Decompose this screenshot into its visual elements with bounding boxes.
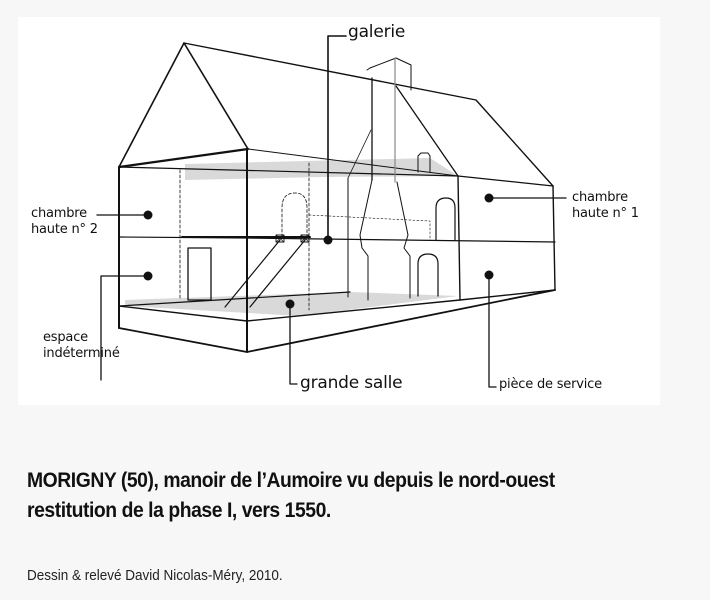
marker-piece-de-service xyxy=(484,270,494,280)
label-espace-line1: espace xyxy=(43,330,88,345)
marker-grande-salle xyxy=(285,299,295,309)
label-piece-de-service: pièce de service xyxy=(499,377,602,392)
caption-line1: MORIGNY (50), manoir de l’Aumoire vu dep… xyxy=(27,468,555,492)
label-chambre-haute-2: chambre haute n° 2 xyxy=(31,206,98,239)
label-chambre-haute-2-line1: chambre xyxy=(31,206,87,221)
label-chambre-haute-1-line1: chambre xyxy=(572,190,628,205)
marker-galerie xyxy=(323,235,333,245)
label-chambre-haute-2-line2: haute n° 2 xyxy=(31,222,98,238)
west-gable xyxy=(118,42,249,168)
chimney-stack xyxy=(369,57,412,91)
roof-ridge xyxy=(183,42,554,187)
label-espace-indetermine: espace indéterminé xyxy=(43,330,120,363)
label-chambre-haute-1-line2: haute n° 1 xyxy=(572,206,639,222)
label-galerie: galerie xyxy=(348,22,406,42)
room-markers xyxy=(143,193,494,309)
marker-espace-indetermine xyxy=(143,271,153,281)
label-grande-salle: grande salle xyxy=(300,373,403,393)
marker-chambre-haute-2 xyxy=(143,210,153,220)
house-cutaway-drawing xyxy=(96,35,567,388)
label-chambre-haute-1: chambre haute n° 1 xyxy=(572,190,639,223)
galerie-leader xyxy=(327,35,347,241)
marker-chambre-haute-1 xyxy=(484,193,494,203)
caption-line2: restitution de la phase I, vers 1550. xyxy=(27,498,331,522)
label-espace-line2: indéterminé xyxy=(43,346,120,362)
drawing-credit: Dessin & relevé David Nicolas-Méry, 2010… xyxy=(27,567,283,584)
figure-caption: MORIGNY (50), manoir de l’Aumoire vu dep… xyxy=(27,465,555,525)
